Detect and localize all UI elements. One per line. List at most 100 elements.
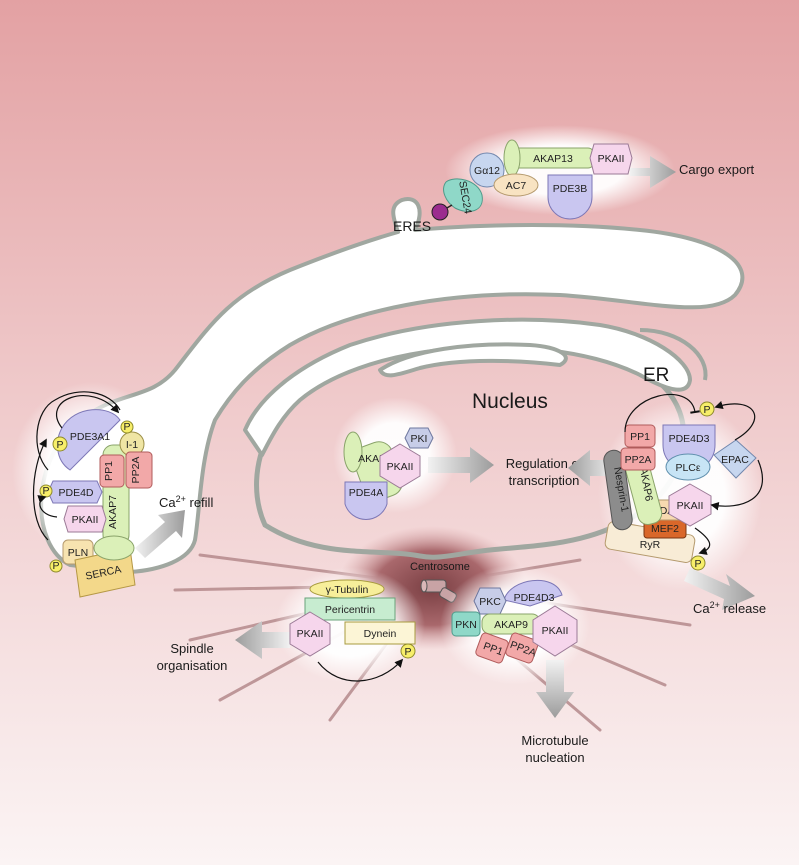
pkaii-shape-c bbox=[532, 605, 578, 657]
pp2a-label-er: PP2A bbox=[625, 454, 652, 466]
ryr-label: RyR bbox=[640, 539, 661, 551]
pki-shape bbox=[404, 427, 434, 449]
pp2a-shape-left bbox=[125, 451, 153, 489]
p-icon-pln bbox=[49, 559, 63, 573]
p-label-pln: P bbox=[52, 560, 59, 572]
pkaii-shape-eres bbox=[589, 143, 633, 175]
epac-shape bbox=[713, 439, 757, 479]
p-label-er: P bbox=[703, 404, 710, 416]
pkc-label: PKC bbox=[479, 596, 501, 608]
spindle-arrow bbox=[235, 621, 290, 659]
pde3a1-label: PDE3A1 bbox=[70, 431, 110, 443]
pp2a-label-left: PP2A bbox=[130, 457, 142, 484]
pp1-shape-left bbox=[99, 454, 125, 488]
ca-refill-label: Ca2+ refill bbox=[159, 494, 213, 510]
pln-label: PLN bbox=[68, 547, 88, 559]
ca-refill-arrow bbox=[135, 510, 185, 558]
plce-shape bbox=[665, 453, 711, 481]
sec24-label: SEC24 bbox=[456, 180, 474, 215]
centrosome-label: Centrosome bbox=[410, 561, 470, 573]
epac-label: EPAC bbox=[721, 454, 749, 466]
p-label-left-2: P bbox=[42, 485, 49, 497]
cargo-export-arrow bbox=[630, 156, 676, 188]
pp2a-shape-c bbox=[505, 632, 539, 664]
pp1-shape-c bbox=[475, 632, 509, 664]
p-label-ryr: P bbox=[694, 558, 701, 570]
dynein-shape bbox=[344, 621, 416, 645]
cargo-export-label: Cargo export bbox=[679, 162, 755, 177]
pericentrin-shape bbox=[304, 597, 396, 621]
pde3b-shape bbox=[547, 174, 593, 220]
er-network bbox=[39, 197, 745, 574]
nucleus-label: Nucleus bbox=[472, 390, 548, 413]
mef2-label: MEF2 bbox=[651, 523, 679, 535]
sec24-shape bbox=[443, 178, 483, 212]
p-icon-dynein bbox=[400, 643, 416, 659]
microtubule-arrow bbox=[536, 660, 574, 718]
p-icon-i1 bbox=[120, 420, 134, 434]
pp2a-shape-er bbox=[620, 447, 656, 471]
pkaii-label-er: PKAII bbox=[677, 500, 704, 512]
ac7-shape bbox=[493, 173, 539, 197]
eres-label: ERES bbox=[393, 218, 431, 234]
pde4d3-label-er: PDE4D3 bbox=[669, 433, 710, 445]
p-label-i1: P bbox=[123, 421, 130, 433]
ca-release-label: Ca2+ release bbox=[693, 600, 766, 616]
pkaii-shape-peri bbox=[289, 611, 331, 657]
pkaii-shape-nuc bbox=[379, 443, 421, 489]
pp1-label-left: PP1 bbox=[103, 461, 115, 481]
p-icon-er bbox=[699, 401, 715, 417]
akap7-complex: AKAP7 PDE3A1 P I-1 P PP1 PP2A PDE4D P PK… bbox=[12, 382, 185, 598]
pkaii-label-eres: PKAII bbox=[598, 153, 625, 165]
ca-release-arrow bbox=[684, 568, 755, 610]
tubulin-label: γ-Tubulin bbox=[326, 584, 369, 596]
regulation-label-1: Regulation of bbox=[506, 456, 583, 471]
pde4a-shape bbox=[344, 481, 388, 520]
microtubule-label-1: Microtubule bbox=[521, 733, 588, 748]
pkn-label: PKN bbox=[455, 619, 477, 631]
pericentrin-complex: γ-Tubulin Pericentrin Dynein PKAII P bbox=[235, 567, 425, 683]
pkaii-label-peri: PKAII bbox=[297, 628, 324, 640]
pde4d-label: PDE4D bbox=[58, 487, 93, 499]
akap6-label: AKAP6 bbox=[637, 467, 655, 503]
pkn-shape bbox=[451, 611, 481, 637]
pkaii-shape-er bbox=[668, 483, 712, 527]
pde3b-label: PDE3B bbox=[553, 183, 587, 195]
i1-label: I-1 bbox=[126, 439, 138, 451]
regulation-label-2: transcription bbox=[509, 473, 580, 488]
eres-complex: AKAP13 PKAII PDE3B Gα12 AC7 SEC24 bbox=[431, 125, 676, 221]
spindle-label-1: Spindle bbox=[170, 641, 213, 656]
pde4d3-label-c: PDE4D3 bbox=[514, 592, 555, 604]
er-tubule bbox=[639, 328, 708, 381]
regulation-arrow bbox=[428, 447, 494, 483]
pki-label: PKI bbox=[411, 433, 428, 445]
p-icon-left-1 bbox=[52, 436, 68, 452]
pp1-label-er: PP1 bbox=[630, 431, 650, 443]
akap7-label: AKAP7 bbox=[107, 495, 119, 529]
pericentrin-label: Pericentrin bbox=[325, 604, 375, 616]
plce-label: PLCε bbox=[675, 462, 700, 474]
ac7-label: AC7 bbox=[506, 180, 527, 192]
cargo-dot-icon bbox=[431, 203, 449, 221]
akap9-complex: PDE4D3 PKC PKN AKAP9 PP1 PP2A PKAII bbox=[440, 565, 590, 718]
microtubule-label-2: nucleation bbox=[525, 750, 584, 765]
p-label-left-1: P bbox=[56, 439, 63, 451]
dynein-label: Dynein bbox=[364, 628, 397, 640]
akap13-label: AKAP13 bbox=[533, 153, 573, 165]
pde4d3-shape-c bbox=[503, 579, 563, 607]
pkaii-label-c: PKAII bbox=[542, 625, 569, 637]
akap8-complex: AKAP8 PKI PKAII PDE4A bbox=[333, 397, 494, 520]
pkaii-label-left: PKAII bbox=[72, 514, 99, 526]
spindle-label-2: organisation bbox=[157, 658, 228, 673]
galpha12-shape bbox=[469, 152, 505, 188]
p-label-dynein: P bbox=[404, 646, 411, 658]
pkaii-label-nuc: PKAII bbox=[387, 461, 414, 473]
akap9-label: AKAP9 bbox=[494, 619, 528, 631]
regulation-arrow-right bbox=[568, 450, 616, 486]
akap6-complex: RyR P MEF2 HDAC5 AKAP6 Nesprin-1 PP1 PP2… bbox=[598, 394, 764, 610]
pkaii-shape-left bbox=[63, 505, 107, 533]
galpha12-label: Gα12 bbox=[474, 165, 500, 177]
pp1-shape-er bbox=[624, 424, 656, 448]
